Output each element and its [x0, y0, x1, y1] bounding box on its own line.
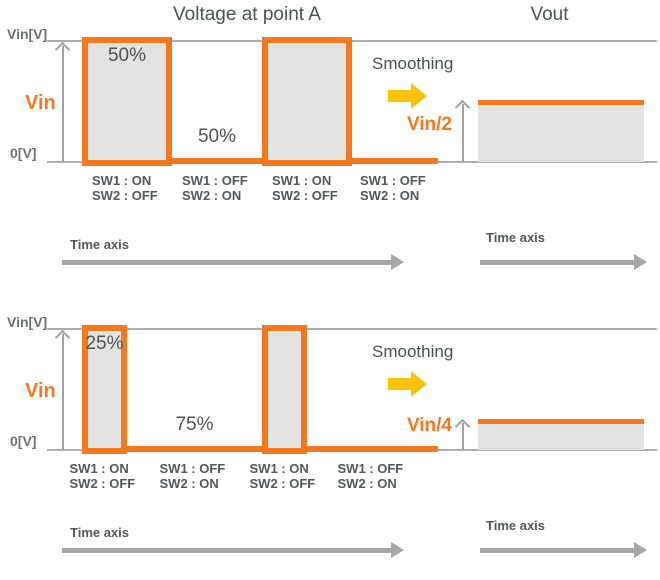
duty-on-label: 25%	[85, 333, 124, 354]
vout-time-axis-label: Time axis	[486, 518, 546, 533]
pwm-panel-50-percent: Vin[V] 0[V] Vin 50% 50% Smoothing Vin/2 …	[7, 26, 657, 270]
zero-axis-label: 0[V]	[10, 145, 37, 161]
vout-waveform	[478, 419, 644, 450]
zero-segment-2	[352, 158, 438, 164]
voltage-axis-up-arrow-icon	[54, 329, 71, 449]
vout-time-axis-label: Time axis	[486, 230, 546, 245]
zero-segment-2	[307, 446, 438, 452]
time-axis-arrow-icon	[62, 254, 404, 270]
vout-level-label: Vin/2	[406, 114, 452, 135]
time-axis-label: Time axis	[70, 237, 130, 252]
vin-label: Vin	[25, 380, 56, 402]
smoothing-label: Smoothing	[372, 342, 454, 361]
vout-time-axis-arrow-icon	[480, 542, 647, 558]
vout-axis-up-arrow-icon	[454, 99, 471, 161]
smoothing-arrow-icon	[388, 371, 428, 397]
vin-level-line	[47, 40, 657, 42]
smoothing-arrow-icon	[388, 83, 428, 109]
pwm-pulse-2	[262, 37, 352, 166]
duty-on-label: 50%	[107, 45, 147, 66]
pwm-pulse-2	[262, 325, 307, 454]
voltage-axis-up-arrow-icon	[54, 41, 71, 161]
diagram-title-voltage-at-point-a: Voltage at point A	[173, 4, 321, 25]
diagram-title-vout: Vout	[530, 4, 569, 25]
vout-waveform	[478, 100, 644, 162]
vout-time-axis-arrow-icon	[480, 254, 647, 270]
zero-segment-1	[172, 158, 262, 164]
vout-level-label: Vin/4	[406, 415, 452, 436]
duty-off-label: 50%	[197, 126, 237, 147]
vout-axis-up-arrow-icon	[454, 418, 471, 449]
vin-level-line	[47, 328, 657, 330]
time-axis-arrow-icon	[62, 542, 404, 558]
pwm-pulse-1	[82, 37, 172, 166]
vin-axis-label: Vin[V]	[7, 26, 48, 42]
zero-segment-1	[127, 446, 262, 452]
pwm-panel-25-percent: Vin[V] 0[V] Vin 25% 75% Smoothing Vin/4 …	[0, 288, 660, 578]
vin-label: Vin	[25, 92, 56, 114]
zero-axis-label: 0[V]	[10, 433, 37, 449]
smoothing-label: Smoothing	[372, 54, 454, 73]
duty-off-label: 75%	[175, 414, 214, 435]
vin-axis-label: Vin[V]	[7, 314, 48, 330]
pwm-pulse-1	[82, 325, 127, 454]
time-axis-label: Time axis	[70, 525, 130, 540]
